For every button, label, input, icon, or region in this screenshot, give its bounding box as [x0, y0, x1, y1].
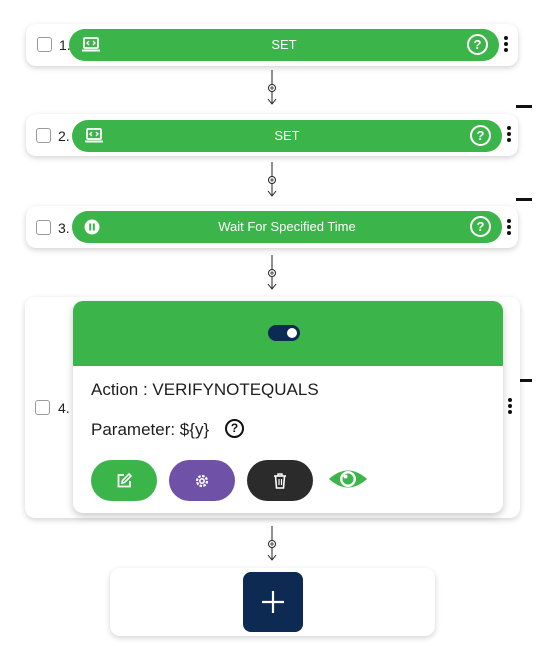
- step-2-action-pill[interactable]: SET ?: [72, 120, 502, 152]
- pause-icon: [84, 219, 100, 235]
- add-step-card: [110, 568, 435, 636]
- step-4-details-panel: Action : VERIFYNOTEQUALS Parameter: ${y}…: [73, 301, 503, 513]
- collapse-dash-icon[interactable]: [516, 379, 532, 382]
- toggle-knob: [287, 328, 297, 338]
- step-2-checkbox[interactable]: [36, 128, 51, 143]
- step-3-more-icon[interactable]: [507, 219, 511, 237]
- code-laptop-icon: [82, 37, 100, 52]
- step-1-checkbox[interactable]: [37, 37, 52, 52]
- help-icon[interactable]: ?: [225, 419, 244, 438]
- collapse-dash-icon[interactable]: [516, 105, 532, 108]
- plus-icon: [262, 591, 284, 613]
- trash-icon: [274, 472, 286, 489]
- help-icon[interactable]: ?: [470, 216, 491, 237]
- step-3-label: Wait For Specified Time: [218, 219, 356, 234]
- parameter-text: Parameter: ${y}: [91, 420, 210, 439]
- eye-icon[interactable]: [327, 466, 369, 492]
- step-1-more-icon[interactable]: [504, 36, 508, 54]
- connector-arrow-icon: [267, 162, 277, 197]
- connector-arrow-icon: [267, 70, 277, 105]
- step-2-more-icon[interactable]: [507, 126, 511, 144]
- panel-header: [73, 301, 503, 366]
- step-3-number: 3.: [58, 220, 70, 236]
- step-3-checkbox[interactable]: [36, 220, 51, 235]
- enable-toggle[interactable]: [268, 325, 300, 341]
- step-2-number: 2.: [58, 128, 70, 144]
- add-step-button[interactable]: [243, 572, 303, 632]
- step-3-action-pill[interactable]: Wait For Specified Time ?: [72, 211, 502, 243]
- step-4-checkbox[interactable]: [35, 400, 50, 415]
- gear-icon: [195, 474, 209, 487]
- delete-button[interactable]: [247, 460, 313, 501]
- step-1-number: 1.: [59, 37, 71, 53]
- connector-arrow-icon: [267, 526, 277, 561]
- step-4-number: 4.: [58, 400, 70, 416]
- step-card-1: 1. SET ?: [26, 24, 518, 66]
- step-1-label: SET: [271, 37, 297, 52]
- step-1-action-pill[interactable]: SET ?: [69, 29, 499, 61]
- help-icon[interactable]: ?: [467, 34, 488, 55]
- help-icon[interactable]: ?: [470, 125, 491, 146]
- collapse-dash-icon[interactable]: [516, 198, 532, 201]
- step-4-more-icon[interactable]: [508, 398, 512, 416]
- code-laptop-icon: [85, 128, 103, 143]
- connector-arrow-icon: [267, 255, 277, 290]
- step-card-2: 2. SET ?: [26, 114, 518, 156]
- step-2-label: SET: [274, 128, 300, 143]
- settings-button[interactable]: [169, 460, 235, 501]
- edit-button[interactable]: [91, 460, 157, 501]
- action-text: Action : VERIFYNOTEQUALS: [91, 380, 319, 399]
- edit-icon: [117, 472, 133, 487]
- step-card-3: 3. Wait For Specified Time ?: [26, 206, 518, 248]
